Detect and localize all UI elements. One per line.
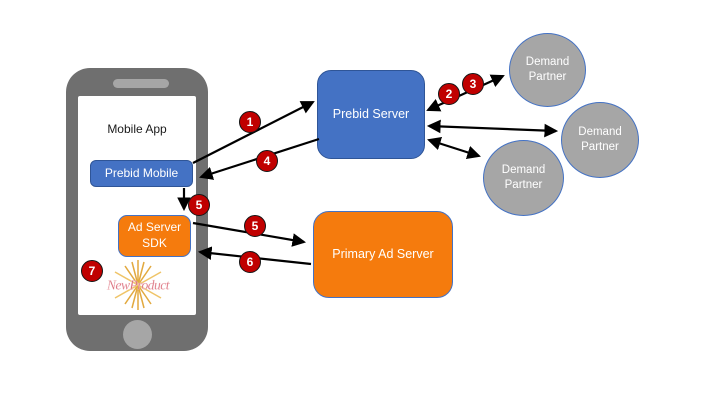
node-primary-ad-server: Primary Ad Server <box>313 211 453 298</box>
node-demand-partner-top: Demand Partner <box>509 33 586 107</box>
node-prebid-server: Prebid Server <box>317 70 425 159</box>
phone-home-button <box>123 320 152 349</box>
node-demand-partner-bottom-left: Demand Partner <box>483 140 564 216</box>
new-product-logo: NewProduct <box>106 260 171 310</box>
step-badge-4: 4 <box>256 150 278 172</box>
phone-speaker <box>113 79 169 88</box>
prebid-server-label: Prebid Server <box>332 107 410 122</box>
node-demand-partner-right: Demand Partner <box>561 102 639 178</box>
step-badge-7: 7 <box>81 260 103 282</box>
starburst-rays <box>114 260 162 310</box>
ad-server-sdk-label: Ad Server SDK <box>127 220 182 250</box>
step-badge-5a: 5 <box>188 194 210 216</box>
step-badge-1: 1 <box>239 111 261 133</box>
step-badge-5b: 5 <box>244 215 266 237</box>
node-prebid-mobile: Prebid Mobile <box>90 160 193 187</box>
step-badge-3: 3 <box>462 73 484 95</box>
mobile-app-label: Mobile App <box>107 122 167 136</box>
demand-partner-label: Demand Partner <box>578 126 622 153</box>
demand-partner-label: Demand Partner <box>525 56 570 83</box>
primary-ad-server-label: Primary Ad Server <box>332 247 434 262</box>
step-badge-6: 6 <box>239 251 261 273</box>
arrow-prebid-server-demand-partner-right <box>426 119 559 138</box>
node-ad-server-sdk: Ad Server SDK <box>118 215 191 257</box>
step-badge-2: 2 <box>438 83 460 105</box>
prebid-mobile-label: Prebid Mobile <box>104 165 179 180</box>
arrow-prebid-server-demand-partner-left <box>427 137 481 159</box>
demand-partner-label: Demand Partner <box>501 164 546 191</box>
logo-text: NewProduct <box>106 278 171 293</box>
